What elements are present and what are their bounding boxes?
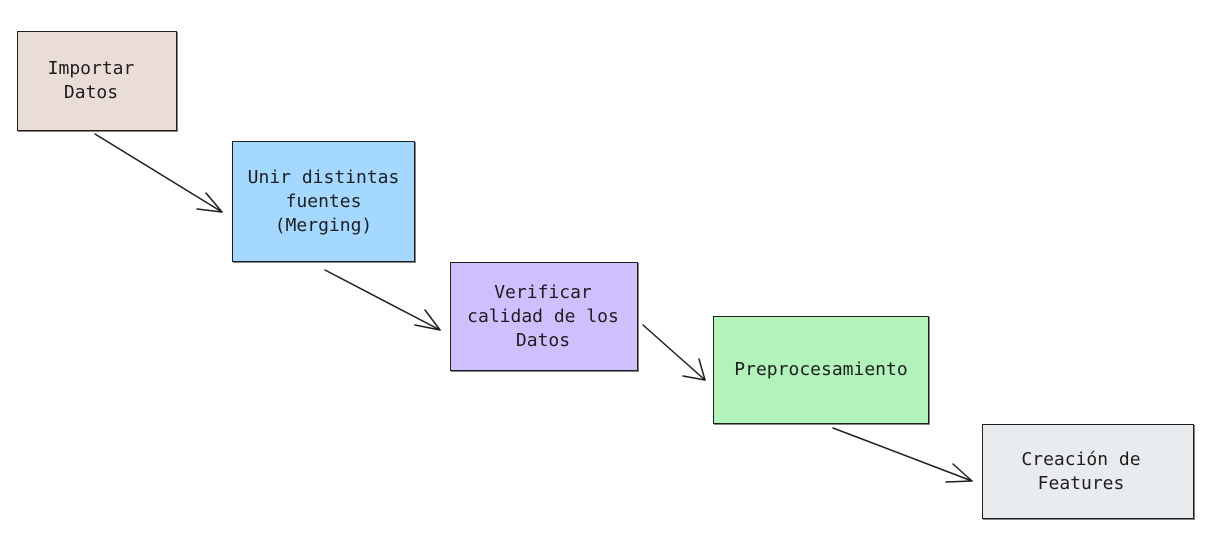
step-label: Importar Datos (47, 58, 135, 103)
step-label: Verificar calidad de los Datos (467, 281, 619, 351)
step-label: Creación de Features (1021, 448, 1141, 494)
arrow-3 (642, 324, 706, 381)
arrow-4 (832, 427, 973, 483)
step-box-unir-fuentes[interactable]: Unir distintas fuentes (Merging) (232, 141, 415, 262)
step-box-preprocesamiento[interactable]: Preprocesamiento (713, 316, 929, 424)
arrow-3-head (682, 358, 706, 381)
step-box-creacion-features[interactable]: Creación de Features (982, 424, 1194, 519)
arrow-1 (94, 133, 223, 213)
arrow-2-head (414, 309, 441, 331)
arrow-4-head (945, 463, 973, 483)
arrow-1-head (196, 192, 223, 213)
arrow-4-shaft (832, 427, 973, 482)
step-label: Preprocesamiento (734, 359, 908, 380)
arrow-2 (324, 269, 441, 331)
step-label: Unir distintas fuentes (Merging) (247, 166, 400, 236)
arrow-1-shaft (94, 133, 223, 213)
step-box-verificar-calidad[interactable]: Verificar calidad de los Datos (450, 262, 638, 371)
arrow-3-shaft (642, 324, 706, 381)
arrow-2-shaft (324, 269, 441, 331)
step-box-importar-datos[interactable]: Importar Datos (17, 31, 177, 131)
